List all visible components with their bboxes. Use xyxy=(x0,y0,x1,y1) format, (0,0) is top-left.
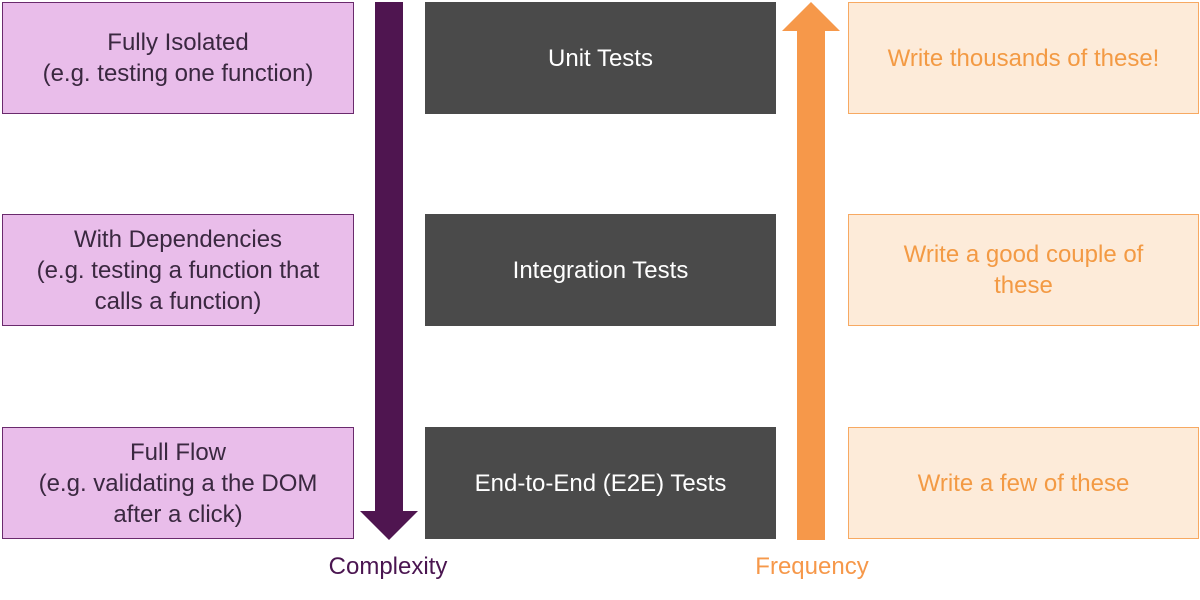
frequency-box-good-couple: Write a good couple of these xyxy=(848,214,1199,326)
complexity-down-arrow xyxy=(360,2,418,540)
frequency-text-thousands: Write thousands of these! xyxy=(887,44,1160,72)
test-type-label-integration: Integration Tests xyxy=(512,256,689,284)
scope-text-fully-isolated: Fully Isolated (e.g. testing one functio… xyxy=(42,29,314,87)
complexity-axis-label: Complexity xyxy=(328,553,448,580)
test-type-label-unit: Unit Tests xyxy=(548,44,653,72)
scope-box-full-flow: Full Flow (e.g. validating a the DOM aft… xyxy=(2,427,354,539)
scope-text-with-dependencies: With Dependencies (e.g. testing a functi… xyxy=(36,225,320,315)
test-type-label-e2e: End-to-End (E2E) Tests xyxy=(474,469,727,497)
test-type-box-integration: Integration Tests xyxy=(425,214,776,326)
frequency-axis-label: Frequency xyxy=(755,553,869,580)
test-type-box-e2e: End-to-End (E2E) Tests xyxy=(425,427,776,539)
scope-box-with-dependencies: With Dependencies (e.g. testing a functi… xyxy=(2,214,354,326)
frequency-box-few: Write a few of these xyxy=(848,427,1199,539)
frequency-up-arrow xyxy=(782,2,840,540)
frequency-box-thousands: Write thousands of these! xyxy=(848,2,1199,114)
frequency-text-good-couple: Write a good couple of these xyxy=(903,241,1144,299)
frequency-text-few: Write a few of these xyxy=(917,469,1130,497)
scope-box-fully-isolated: Fully Isolated (e.g. testing one functio… xyxy=(2,2,354,114)
scope-text-full-flow: Full Flow (e.g. validating a the DOM aft… xyxy=(38,438,318,528)
test-type-box-unit: Unit Tests xyxy=(425,2,776,114)
